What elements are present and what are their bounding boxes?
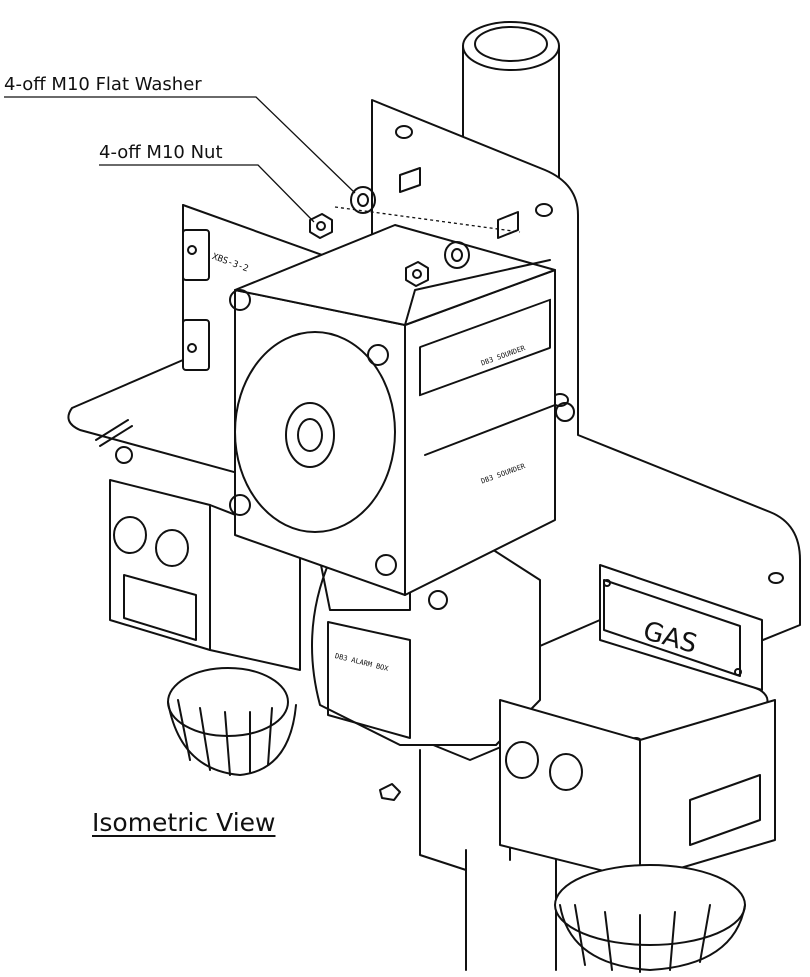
left-beacon [109,479,301,776]
sounder-unit [229,224,575,596]
view-title: Isometric View [92,808,276,837]
leader-lines [4,96,521,233]
callout-flat-washer: 4-off M10 Flat Washer [4,74,202,95]
fasteners [309,167,519,801]
callout-nut: 4-off M10 Nut [99,142,223,163]
right-beacon [499,699,776,973]
